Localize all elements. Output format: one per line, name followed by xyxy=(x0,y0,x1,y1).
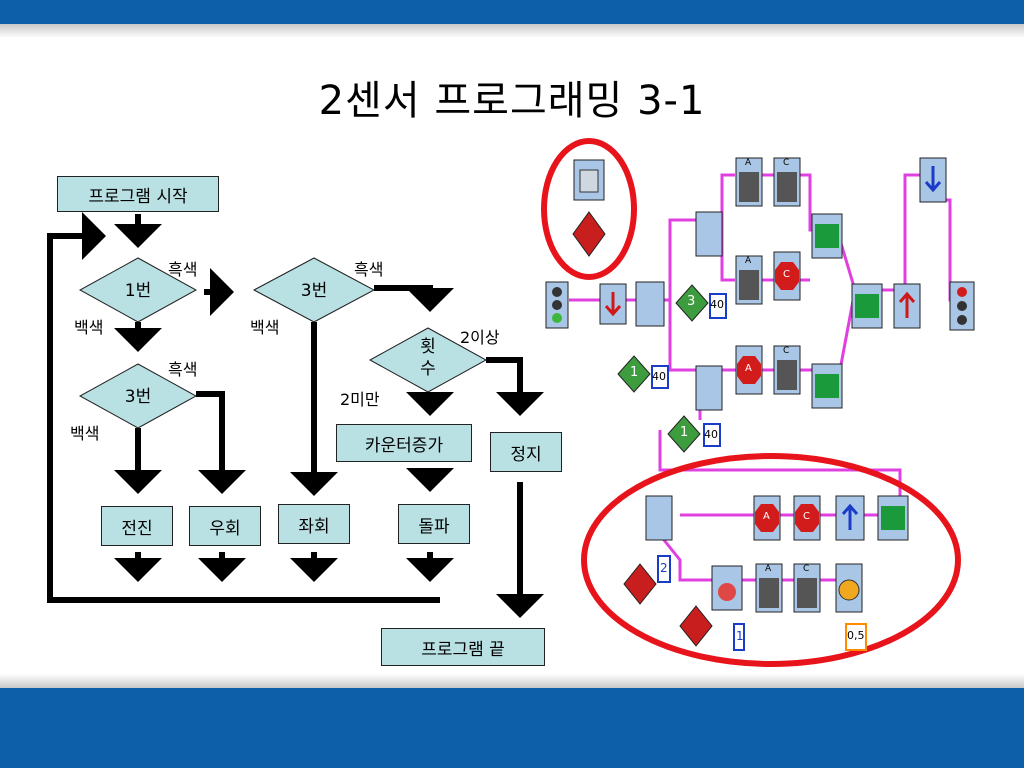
fork-block-1 xyxy=(635,281,665,327)
fork-block-4 xyxy=(645,495,673,541)
label-white-3: 백색 xyxy=(70,424,100,443)
num-1a: 1 xyxy=(630,365,639,380)
num-box-40c xyxy=(703,423,721,447)
motor-blocks xyxy=(735,157,821,613)
num-3: 3 xyxy=(687,294,696,309)
top-banner xyxy=(0,0,1024,24)
num-2: 2 xyxy=(660,561,668,575)
stop-a-mid-label: A xyxy=(745,363,752,374)
arrow-d3-to-count xyxy=(374,285,454,312)
num-box-40b xyxy=(651,365,669,389)
num-box-05 xyxy=(845,623,867,651)
num-box-40a xyxy=(709,293,727,319)
label-white-1: 백색 xyxy=(74,318,104,337)
label-black-2: 흑색 xyxy=(354,260,384,279)
stop-box: 정지 xyxy=(490,432,562,472)
label-black-3: 흑색 xyxy=(168,360,198,379)
num-box-2 xyxy=(657,555,671,583)
label-over-2: 2이상 xyxy=(460,328,500,347)
num-box-1 xyxy=(733,623,745,651)
end-box: 프로그램 끝 xyxy=(381,628,545,666)
stop-a-label: A xyxy=(763,511,770,522)
highlight-top-ellipse xyxy=(541,138,637,280)
motor-c-1: C xyxy=(783,158,790,168)
stop-signs xyxy=(735,251,821,541)
breakthrough-box: 돌파 xyxy=(398,504,470,544)
diamond-3 xyxy=(675,284,709,322)
label-under-2: 2미만 xyxy=(340,390,380,409)
motor-a-3: A xyxy=(765,564,772,574)
arrow-count-to-stop xyxy=(486,357,544,416)
motor-a-1: A xyxy=(745,158,752,168)
start-box: 프로그램 시작 xyxy=(57,176,219,212)
num-1c: 1 xyxy=(736,629,744,643)
decision-3-bottom-label: 3번 xyxy=(124,387,152,407)
diamond-red-2 xyxy=(623,563,657,605)
fork-block-3 xyxy=(695,365,723,411)
green-blocks xyxy=(811,213,909,541)
forward-box: 전진 xyxy=(101,506,173,546)
bottom-banner xyxy=(0,688,1024,768)
num-40a: 40 xyxy=(710,298,724,311)
motor-a-2: A xyxy=(745,256,752,266)
right-turn-box: 우회 xyxy=(189,506,261,546)
num-40c: 40 xyxy=(704,428,718,441)
loop-back-line xyxy=(47,212,440,603)
fork-block-2 xyxy=(695,211,723,257)
num-05: 0,5 xyxy=(847,629,865,642)
counter-box: 카운터증가 xyxy=(336,424,472,462)
motor-c-3: C xyxy=(803,564,810,574)
diamond-1b xyxy=(667,415,701,453)
touch-wait-diamond xyxy=(572,211,606,257)
stop-c-top-label: C xyxy=(783,269,790,280)
highlight-bottom-ellipse xyxy=(581,453,961,667)
num-1b: 1 xyxy=(680,425,689,440)
arrow-d3b-to-right xyxy=(196,391,246,494)
bottom-banner-shadow xyxy=(0,674,1024,688)
decision-count-label: 횟 수 xyxy=(420,337,436,379)
diamond-1a xyxy=(617,355,651,393)
slide-title: 2센서 프로그래밍 3-1 xyxy=(318,78,706,124)
stop-c-label: C xyxy=(803,511,810,522)
decision-3-top-label: 3번 xyxy=(300,281,328,301)
label-white-2: 백색 xyxy=(250,318,280,337)
left-turn-box: 좌회 xyxy=(278,504,350,544)
top-banner-shadow xyxy=(0,24,1024,38)
diamond-red-1 xyxy=(679,605,713,647)
num-40b: 40 xyxy=(652,370,666,383)
motor-c-2: C xyxy=(783,346,790,356)
label-black-1: 흑색 xyxy=(168,260,198,279)
decision-1-label: 1번 xyxy=(124,281,152,301)
